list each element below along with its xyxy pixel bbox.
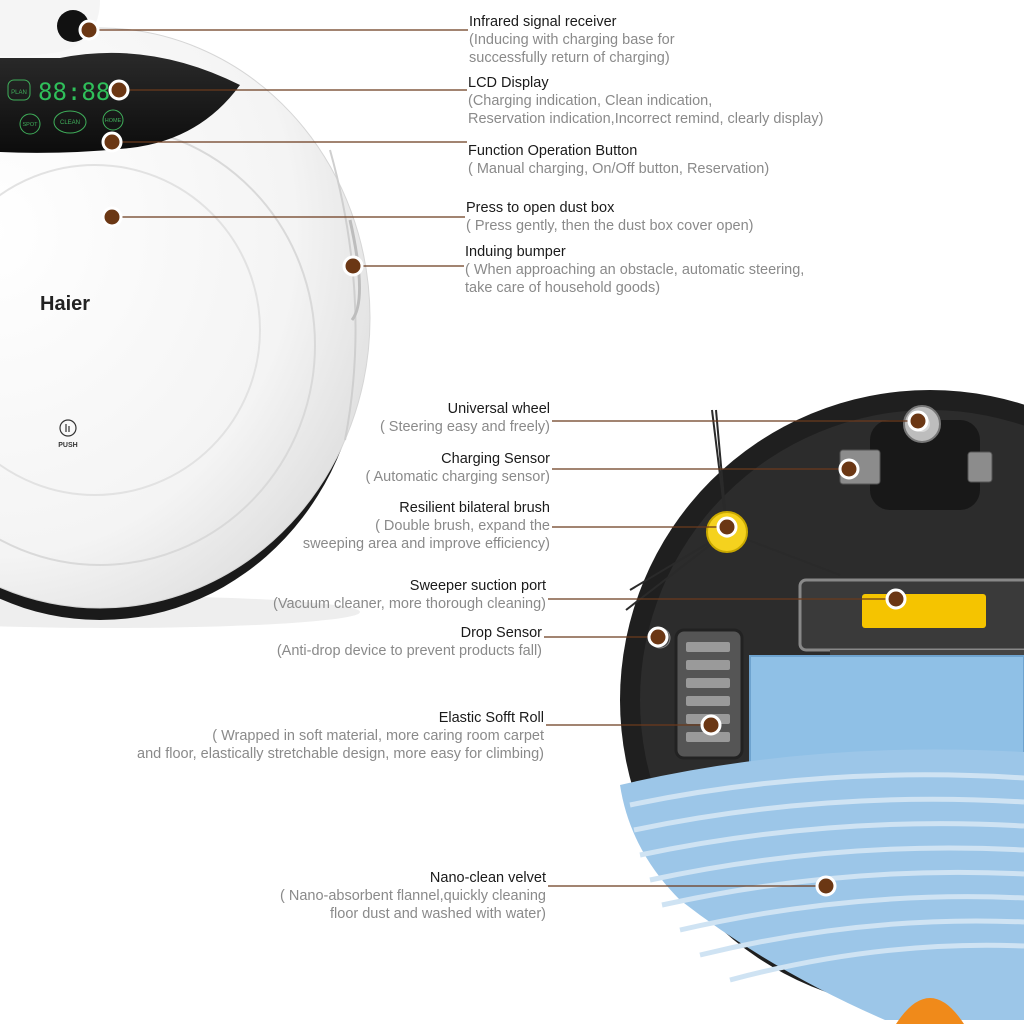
bristle-strip: [830, 650, 1024, 658]
push-finger: [65, 424, 70, 432]
lcd-clean-button[interactable]: [53, 110, 87, 134]
lcd-home-button[interactable]: [102, 109, 124, 131]
charge-contact-right: [967, 451, 993, 483]
rear-caster: [896, 998, 964, 1024]
lcd-home-label: HOME: [105, 118, 122, 124]
callout-title: Elastic Sofft Roll: [438, 710, 544, 726]
callout-desc: ( When approaching an obstacle, automati…: [465, 262, 805, 278]
callout-universal-wheel: Universal wheel ( Steering easy and free…: [380, 400, 550, 436]
callout-title: Function Operation Button: [468, 143, 638, 159]
callout-desc: successfully return of charging): [469, 50, 670, 66]
lcd-plan-icon: [7, 79, 31, 101]
callout-desc: ( Steering easy and freely): [379, 419, 550, 435]
robot-top-view: PLAN 88:88 SPOT CLEAN HOME Haier PUSH: [0, 0, 371, 628]
callout-desc: ( Nano-absorbent flannel,quickly cleanin…: [280, 888, 546, 904]
leader-suction-port-marker: [885, 588, 907, 610]
callout-title: Induing bumper: [465, 244, 566, 260]
leader-lcd-display-marker: [108, 79, 130, 101]
wheel-housing: [870, 420, 980, 510]
leader-dust-box-marker: [101, 206, 123, 228]
robot-shell: [0, 27, 371, 609]
callout-desc: and floor, elastically stretchable desig…: [137, 746, 544, 762]
lcd-digits: 88:88: [38, 78, 110, 106]
leader-function-btn-marker: [101, 131, 123, 153]
callout-bumper: Induing bumper ( When approaching an obs…: [465, 243, 804, 297]
brand-logo: Haier: [40, 293, 90, 315]
callout-title: LCD Display: [468, 75, 549, 91]
mop-pad-stripes: [629, 772, 1024, 983]
lcd-clean-label: CLEAN: [60, 120, 80, 126]
leader-drop-sensor-marker: [647, 626, 669, 648]
callout-desc: ( Manual charging, On/Off button, Reserv…: [468, 161, 770, 177]
leader-nano-velvet-marker: [815, 875, 837, 897]
callout-ir-receiver: Infrared signal receiver (Inducing with …: [469, 13, 675, 67]
callout-desc: take care of household goods): [465, 280, 661, 296]
lcd-spot-button[interactable]: [19, 113, 41, 135]
robot-bottom-view: [620, 390, 1024, 1024]
lcd-spot-label: SPOT: [23, 122, 39, 128]
push-icon: [59, 419, 77, 437]
callout-side-brush: Resilient bilateral brush ( Double brush…: [303, 499, 550, 553]
leader-charging-sensor-marker: [838, 458, 860, 480]
mop-pad-upper: [749, 655, 1024, 781]
leader-ir-receiver-marker: [78, 19, 100, 41]
leader-soft-roll-marker: [700, 714, 722, 736]
callout-function-button: Function Operation Button ( Manual charg…: [468, 142, 769, 178]
callout-desc: (Inducing with charging base for: [469, 32, 675, 48]
callout-dust-box: Press to open dust box ( Press gently, t…: [466, 199, 753, 235]
callout-nano-velvet: Nano-clean velvet ( Nano-absorbent flann…: [280, 869, 546, 923]
callout-title: Universal wheel: [447, 401, 550, 417]
callout-suction-port: Sweeper suction port (Vacuum cleaner, mo…: [273, 577, 546, 613]
callout-soft-roll: Elastic Sofft Roll ( Wrapped in soft mat…: [137, 709, 544, 763]
leader-side-brush-marker: [716, 516, 738, 538]
bumper-groove: [329, 149, 357, 441]
callout-title: Resilient bilateral brush: [399, 500, 550, 516]
dust-lid-inner: [0, 164, 261, 496]
callout-title: Charging Sensor: [441, 451, 550, 467]
callout-desc: (Anti-drop device to prevent products fa…: [276, 643, 542, 659]
push-label: PUSH: [58, 442, 77, 449]
callout-desc: ( Double brush, expand the: [375, 518, 550, 534]
lcd-plan-label: PLAN: [11, 90, 27, 96]
callout-lcd-display: LCD Display (Charging indication, Clean …: [468, 74, 823, 128]
leader-bumper-marker: [342, 255, 364, 277]
callout-title: Press to open dust box: [466, 200, 615, 216]
callout-desc: (Vacuum cleaner, more thorough cleaning): [273, 596, 546, 612]
callout-desc: floor dust and washed with water): [330, 906, 546, 922]
callout-title: Sweeper suction port: [409, 578, 546, 594]
callout-desc: ( Automatic charging sensor): [365, 469, 550, 485]
callout-desc: ( Press gently, then the dust box cover …: [466, 218, 754, 234]
leader-universal-wheel-marker: [907, 410, 929, 432]
lcd-panel: [0, 52, 240, 153]
callout-desc: Reservation indication,Incorrect remind,…: [468, 111, 824, 127]
callout-title: Infrared signal receiver: [469, 14, 617, 30]
callout-desc: sweeping area and improve efficiency): [302, 536, 550, 552]
callout-desc: (Charging indication, Clean indication,: [468, 93, 713, 109]
callout-charging-sensor: Charging Sensor ( Automatic charging sen…: [365, 450, 550, 486]
callout-drop-sensor: Drop Sensor (Anti-drop device to prevent…: [277, 624, 542, 660]
bumper-edge: [348, 219, 362, 321]
callout-title: Drop Sensor: [460, 625, 542, 641]
drive-wheel-tread: [686, 642, 730, 742]
callout-desc: ( Wrapped in soft material, more caring …: [212, 728, 544, 744]
callout-title: Nano-clean velvet: [429, 870, 546, 886]
